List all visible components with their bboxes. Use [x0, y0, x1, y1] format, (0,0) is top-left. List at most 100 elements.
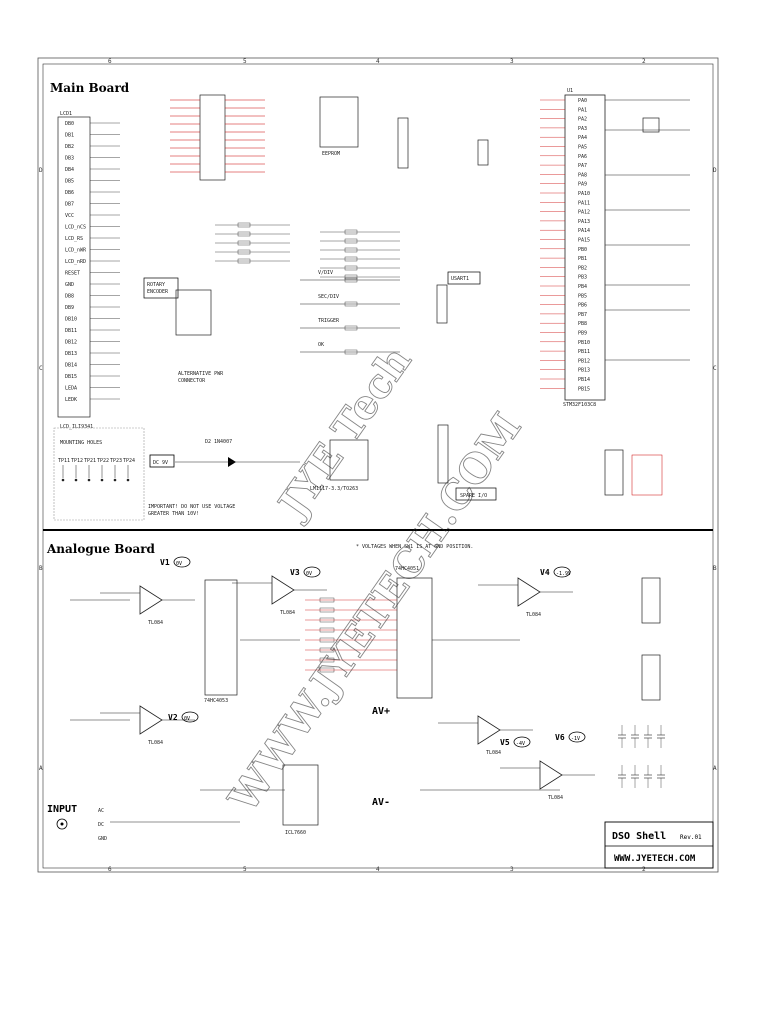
- opamp-part: TL084: [526, 612, 541, 618]
- mcu-pin-label: PB5: [578, 293, 587, 299]
- lcd-pin-label: DB4: [65, 167, 74, 173]
- crystal-area: [605, 99, 690, 361]
- title-name: DSO Shell: [612, 831, 666, 842]
- lcd-pin-label: DB10: [65, 317, 77, 323]
- mux-74hc4051: 74HC4051: [395, 566, 433, 699]
- sw-gnd: GND: [98, 836, 107, 842]
- watermark: JYE Tech WWW.JYETECH.COM: [219, 338, 532, 822]
- voltage-node-value: -1.9V: [556, 571, 571, 577]
- bnc-connector-icon: [56, 818, 68, 830]
- opamp-part: TL084: [486, 750, 501, 756]
- charge-pump-part: ICL7660: [285, 830, 306, 836]
- mcu-pin-label: PA8: [578, 172, 587, 178]
- mux-74hc4053: 74HC4053: [204, 579, 238, 704]
- diode-label: D2 1N4007: [205, 439, 232, 445]
- column-marker: 5: [243, 58, 247, 65]
- mcu-pin-label: PB8: [578, 321, 587, 327]
- mcu-pin-label: PA7: [578, 163, 587, 169]
- column-marker: 5: [243, 866, 247, 873]
- lcd-pin-label: LEDA: [65, 386, 77, 392]
- mcu-pin-label: PB12: [578, 358, 590, 364]
- row-markers: D C B A D C B A: [39, 167, 717, 772]
- row-marker: B: [713, 565, 717, 572]
- column-marker: 6: [108, 866, 112, 873]
- mcu-pin-label: PA0: [578, 98, 587, 104]
- mcu-pin-label: PA15: [578, 238, 590, 244]
- charge-pump-icl7660: ICL7660: [282, 764, 319, 836]
- voltage-node-value: 0V: [184, 716, 190, 722]
- voltage-node-label: V1: [160, 558, 170, 567]
- lcd-pin-label: LCD_RS: [65, 236, 83, 242]
- column-markers-top: 6 5 4 3 2: [108, 58, 646, 65]
- voltage-node-value: 0V: [306, 571, 312, 577]
- mux-part: 74HC4053: [204, 698, 228, 704]
- mcu-pin-label: PB13: [578, 368, 590, 374]
- mcu-pin-label: PA10: [578, 191, 590, 197]
- lcd-pin-labels: DB0DB1DB2DB3DB4DB5DB6DB7VCCLCD_nCSLCD_RS…: [65, 121, 120, 403]
- lcd-pin-label: LCD_nWR: [65, 248, 87, 254]
- voltage-node-value: -4V: [516, 741, 525, 747]
- lcd-pin-label: GND: [65, 282, 74, 288]
- mcu-pin-label: PA2: [578, 117, 587, 123]
- mcu-pin-label: PB9: [578, 331, 587, 337]
- eeprom-u2: EEPROM: [319, 96, 359, 157]
- lcd-pin-label: DB14: [65, 363, 77, 369]
- column-marker: 4: [376, 58, 380, 65]
- mcu-pin-label: PB2: [578, 265, 587, 271]
- analog-resistor-array: [305, 597, 397, 673]
- row-marker: C: [713, 365, 717, 372]
- voltage-node-label: V3: [290, 568, 300, 577]
- voltage-node-label: V4: [540, 568, 550, 577]
- column-marker: 2: [642, 58, 646, 65]
- opamp-symbol: [139, 585, 163, 615]
- eeprom-part: EEPROM: [322, 151, 340, 157]
- voltage-node-label: V2: [168, 713, 178, 722]
- mcu-label: U1: [567, 88, 573, 94]
- dc-in-label: DC 9V: [153, 460, 168, 466]
- sw-ac: AC: [98, 808, 104, 814]
- voltage-node-label: V6: [555, 733, 565, 742]
- usart-connector: USART1: [436, 271, 481, 324]
- title-block: DSO Shell Rev.01 WWW.JYETECH.COM: [604, 821, 714, 869]
- mcu-pin-label: PB15: [578, 386, 590, 392]
- lcd-pin-label: DB6: [65, 190, 74, 196]
- lcd-pin-label: DB0: [65, 121, 74, 127]
- mcu-pin-labels: PA0PA1PA2PA3PA4PA5PA6PA7PA8PA9PA10PA11PA…: [540, 98, 590, 392]
- spare-io-label: SPARE I/O: [460, 493, 487, 499]
- lcd-pin-label: DB5: [65, 179, 74, 185]
- row-marker: B: [39, 565, 43, 572]
- lcd-pin-label: DB12: [65, 340, 77, 346]
- main-board-title: Main Board: [50, 81, 130, 95]
- lcd-connector: LCD1 LCD_ILI9341 DB0DB1DB2DB3DB4DB5DB6DB…: [57, 111, 120, 430]
- column-marker: 4: [376, 866, 380, 873]
- analogue-board-title: Analogue Board: [46, 542, 156, 556]
- input-stage: INPUT AC DC GND: [47, 804, 107, 842]
- mcu-pin-label: PB10: [578, 340, 590, 346]
- mcu-pin-label: PB11: [578, 349, 590, 355]
- regulator-label: LM1117-3.3/TO263: [310, 486, 358, 492]
- button-label: OK: [318, 342, 324, 348]
- lcd-label: LCD1: [60, 111, 72, 117]
- resistor-bank: [215, 222, 400, 280]
- mcu-part: STM32F103C8: [563, 402, 596, 408]
- lcd-pin-label: DB9: [65, 305, 74, 311]
- lcd-pin-label: VCC: [65, 213, 74, 219]
- lcd-pin-label: DB2: [65, 144, 74, 150]
- column-marker: 3: [510, 58, 514, 65]
- mcu-pin-label: PA13: [578, 219, 590, 225]
- title-url: WWW.JYETECH.COM: [614, 854, 696, 864]
- mcu-pin-label: PA12: [578, 210, 590, 216]
- lcd-pin-label: LCD_nRD: [65, 259, 86, 265]
- voltage-note: * VOLTAGES WHEN SW1 IS AT GND POSITION.: [356, 544, 473, 550]
- lcd-pin-label: DB1: [65, 133, 74, 139]
- voltage-node-label: V5: [500, 738, 510, 747]
- watermark-url: WWW.JYETECH.COM: [219, 405, 531, 822]
- lcd-pin-label: DB3: [65, 156, 74, 162]
- opamp-symbol: [271, 575, 295, 605]
- mcu-pin-label: PB4: [578, 284, 587, 290]
